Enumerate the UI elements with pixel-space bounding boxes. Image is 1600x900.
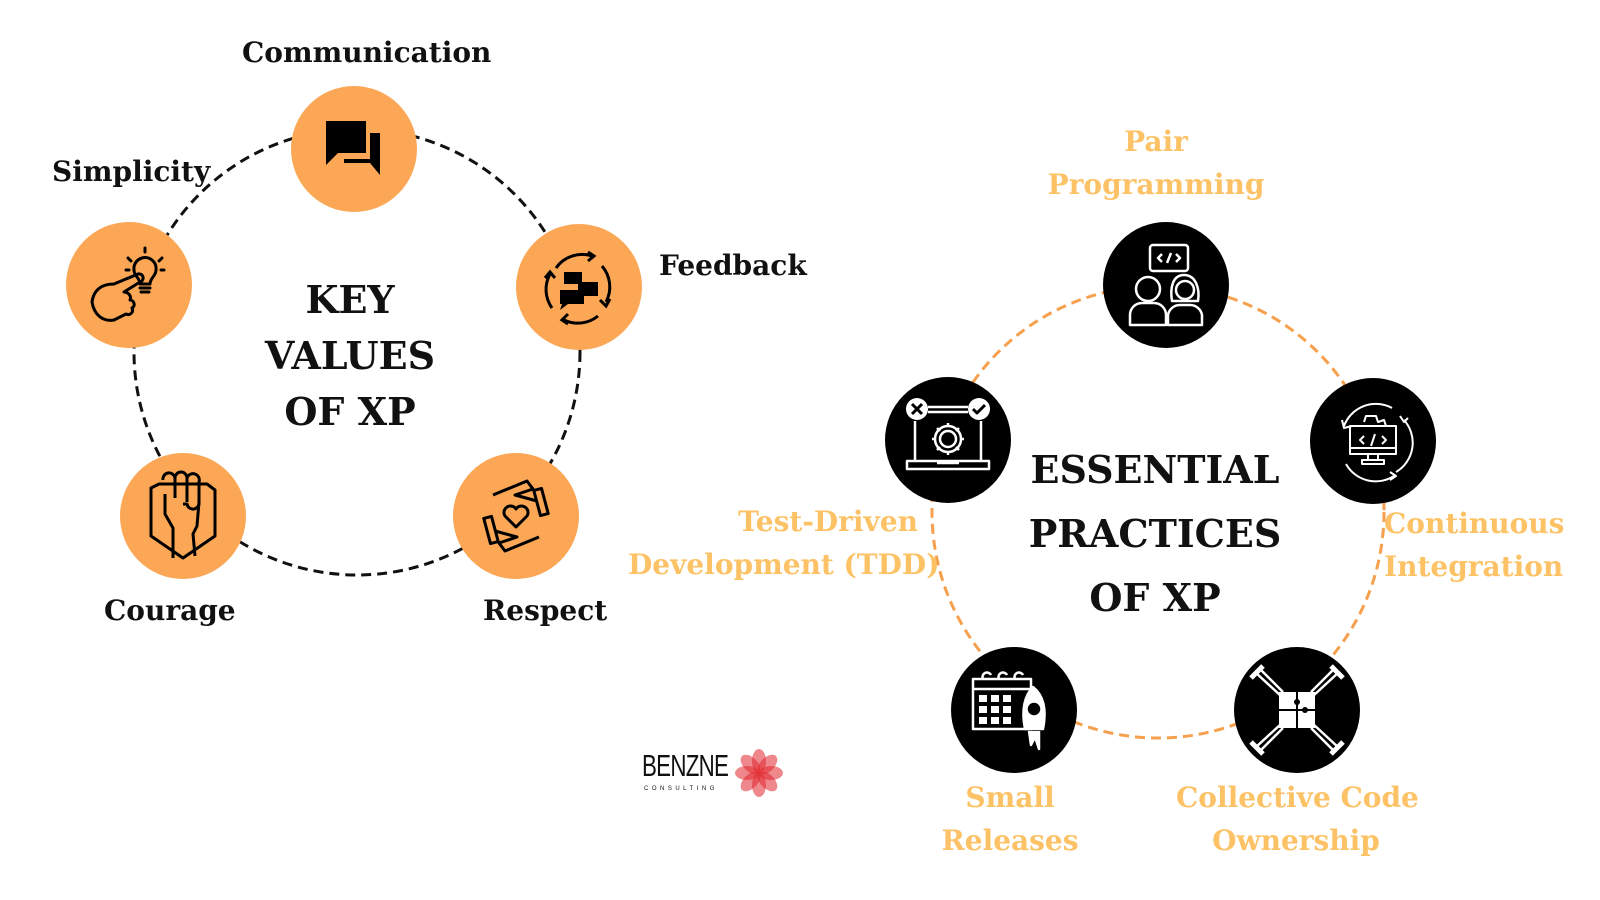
communication-node bbox=[291, 86, 417, 212]
feedback-cycle-icon bbox=[543, 250, 612, 326]
benzne-logo: BENZNE CONSULTING bbox=[640, 748, 790, 798]
practices-title: ESSENTIAL PRACTICES OF XP bbox=[1020, 438, 1290, 630]
label-line: Small bbox=[965, 781, 1055, 814]
logo-tagline: CONSULTING bbox=[644, 786, 718, 792]
courage-label: Courage bbox=[104, 594, 236, 627]
pair-programming-node bbox=[1103, 222, 1229, 348]
label-line: Continuous bbox=[1384, 507, 1565, 540]
title-line: VALUES bbox=[264, 333, 436, 378]
pair-programming-icon bbox=[1128, 243, 1204, 327]
respect-node bbox=[453, 453, 579, 579]
continuous-integration-label: Continuous Integration bbox=[1384, 502, 1564, 588]
title-line: KEY bbox=[305, 277, 395, 322]
courage-node bbox=[120, 453, 246, 579]
key-values-title: KEY VALUES OF XP bbox=[250, 272, 450, 440]
collective-code-ownership-label: Collective Code Ownership bbox=[1176, 776, 1419, 862]
title-line: PRACTICES bbox=[1028, 511, 1282, 556]
flower-icon bbox=[735, 749, 783, 797]
respect-label: Respect bbox=[483, 594, 608, 627]
feedback-node bbox=[516, 224, 642, 350]
title-line: OF XP bbox=[1089, 575, 1221, 620]
puzzle-hands-icon bbox=[1249, 664, 1345, 756]
simplicity-label: Simplicity bbox=[52, 155, 211, 188]
simplicity-node bbox=[66, 222, 192, 348]
label-line: Collective Code bbox=[1176, 781, 1419, 814]
fist-shield-icon bbox=[149, 470, 217, 560]
key-values-ring bbox=[132, 127, 582, 577]
continuous-integration-node bbox=[1310, 378, 1436, 504]
chat-bubbles-icon bbox=[326, 121, 380, 175]
label-line: Pair bbox=[1124, 125, 1188, 158]
label-line: Releases bbox=[941, 824, 1079, 857]
calendar-rocket-icon bbox=[971, 671, 1046, 751]
pair-programming-label: Pair Programming bbox=[1040, 120, 1272, 206]
label-line: Development (TDD) bbox=[628, 548, 940, 581]
tdd-node bbox=[885, 377, 1011, 503]
small-releases-node bbox=[951, 647, 1077, 773]
label-line: Ownership bbox=[1212, 824, 1380, 857]
label-line: Test-Driven bbox=[738, 505, 918, 538]
label-line: Programming bbox=[1047, 168, 1265, 201]
collective-code-ownership-node bbox=[1234, 647, 1360, 773]
communication-label: Communication bbox=[242, 36, 492, 69]
feedback-label: Feedback bbox=[659, 249, 807, 282]
hands-heart-icon bbox=[482, 479, 550, 553]
idea-bulb-icon bbox=[90, 246, 166, 322]
small-releases-label: Small Releases bbox=[920, 776, 1100, 862]
continuous-integration-icon bbox=[1341, 402, 1414, 483]
logo-name: BENZNE bbox=[642, 748, 729, 783]
tdd-label: Test-Driven Development (TDD) bbox=[628, 500, 940, 586]
title-line: ESSENTIAL bbox=[1030, 447, 1280, 492]
title-line: OF XP bbox=[284, 389, 416, 434]
label-line: Integration bbox=[1384, 550, 1564, 583]
laptop-gear-test-icon bbox=[905, 398, 991, 471]
